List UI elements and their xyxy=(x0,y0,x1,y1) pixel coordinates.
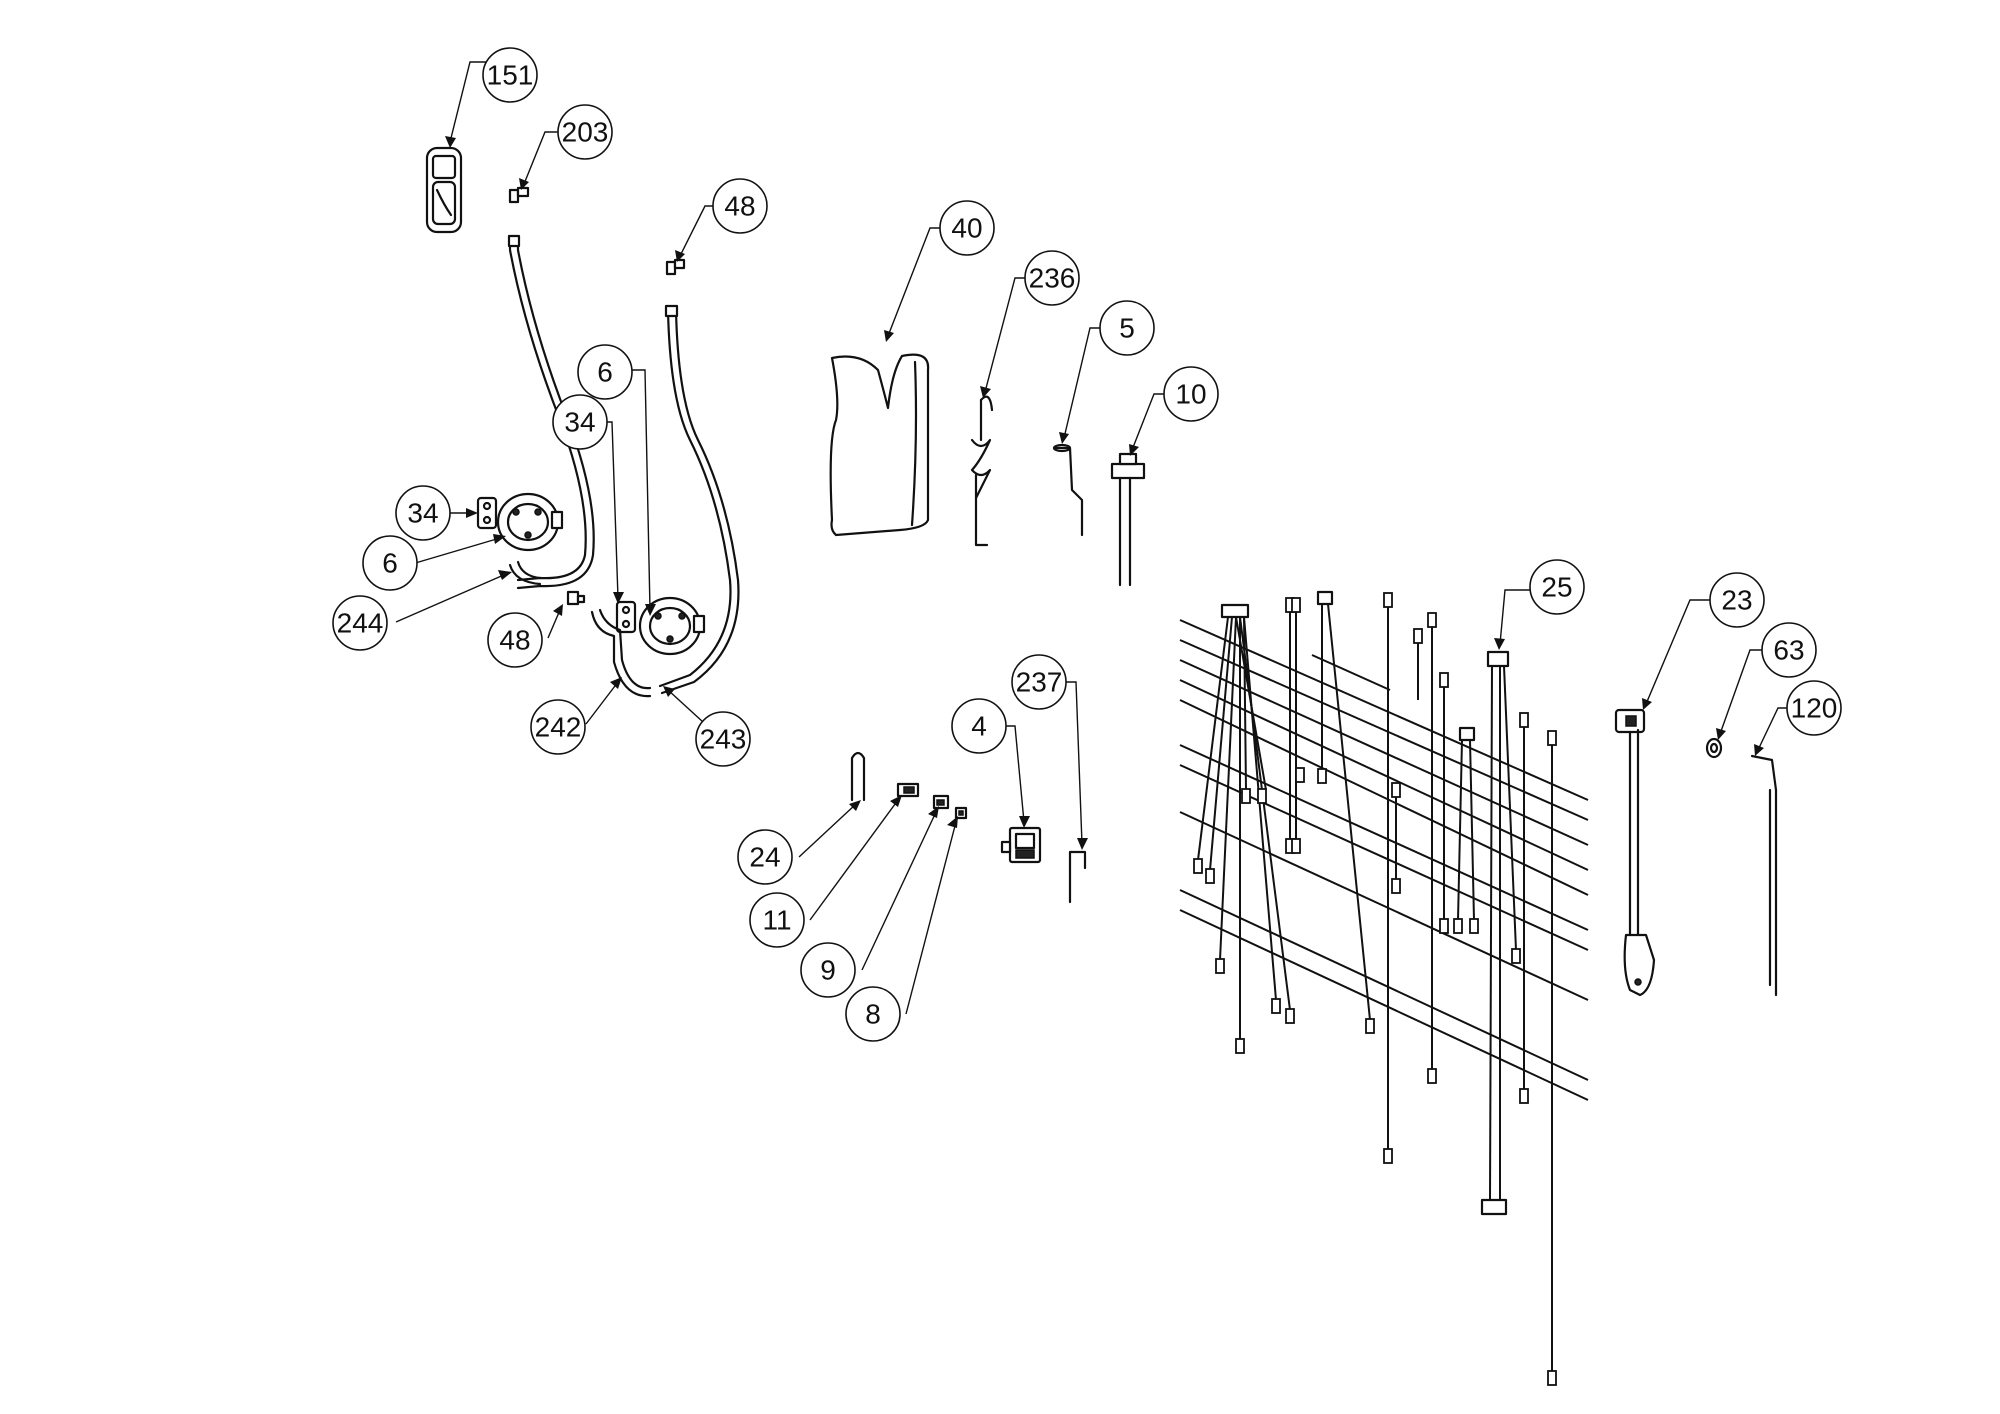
part-242-hose xyxy=(590,608,652,698)
callout-8: 8 xyxy=(845,986,901,1042)
callout-label: 203 xyxy=(562,117,609,148)
callout-label: 40 xyxy=(951,213,982,244)
callout-label: 243 xyxy=(700,724,747,755)
callout-label: 237 xyxy=(1016,667,1063,698)
part-34-switch-right xyxy=(615,600,637,634)
callout-label: 151 xyxy=(487,60,534,91)
part-237-bent-rod xyxy=(1068,850,1087,904)
part-5-bracket-rod xyxy=(1052,443,1084,537)
callout-40: 40 xyxy=(939,200,995,256)
part-34-switch-left xyxy=(476,496,498,530)
part-11-connector xyxy=(896,782,920,798)
part-48-fitting-top xyxy=(665,258,686,276)
callout-label: 9 xyxy=(820,955,836,986)
callout-label: 244 xyxy=(337,608,384,639)
part-244-hose xyxy=(508,560,542,586)
callout-label: 5 xyxy=(1119,313,1135,344)
callout-label: 48 xyxy=(499,625,530,656)
callout-label: 10 xyxy=(1175,379,1206,410)
part-25-wiring-harness xyxy=(1179,590,1589,1386)
callout-label: 48 xyxy=(724,191,755,222)
callout-label: 63 xyxy=(1773,635,1804,666)
part-hose-left xyxy=(507,234,595,590)
callout-label: 11 xyxy=(762,905,791,936)
part-9-connector xyxy=(932,794,950,810)
callout-label: 6 xyxy=(382,548,398,579)
part-10-sensor xyxy=(1110,452,1146,587)
callout-label: 6 xyxy=(597,357,613,388)
callout-48: 48 xyxy=(712,178,768,234)
callout-34-left: 34 xyxy=(395,485,451,541)
callout-6-left: 6 xyxy=(362,535,418,591)
part-8-clip xyxy=(954,806,968,820)
part-4-switch-block xyxy=(1000,826,1042,864)
part-40-insulation-pad xyxy=(829,353,930,537)
part-hose-right xyxy=(658,304,740,695)
callout-242: 242 xyxy=(530,699,586,755)
part-48-fitting-lower xyxy=(566,590,586,606)
callout-label: 120 xyxy=(1791,693,1838,724)
callout-48-lower: 48 xyxy=(487,612,543,668)
callout-label: 23 xyxy=(1721,585,1752,616)
callout-label: 34 xyxy=(564,407,595,438)
callout-9: 9 xyxy=(800,942,856,998)
callout-23: 23 xyxy=(1709,572,1765,628)
callout-25: 25 xyxy=(1529,559,1585,615)
callouts-layer: 151 203 48 6 34 34 6 244 xyxy=(332,47,1842,1042)
callout-120: 120 xyxy=(1786,680,1842,736)
callout-63: 63 xyxy=(1761,622,1817,678)
callout-10: 10 xyxy=(1163,366,1219,422)
callout-236: 236 xyxy=(1024,250,1080,306)
callout-24: 24 xyxy=(737,829,793,885)
callout-6: 6 xyxy=(577,344,633,400)
callout-4: 4 xyxy=(951,698,1007,754)
callout-5: 5 xyxy=(1099,300,1155,356)
part-203-fitting xyxy=(508,186,530,204)
callout-237: 237 xyxy=(1011,654,1067,710)
callout-151: 151 xyxy=(482,47,538,103)
part-236-spring-hook xyxy=(970,395,994,547)
callout-label: 24 xyxy=(749,842,780,873)
part-23-power-cord xyxy=(1614,708,1656,997)
parts-layer xyxy=(425,146,1778,1386)
part-6-pressure-switch-left xyxy=(496,492,564,552)
callout-243: 243 xyxy=(695,711,751,767)
callout-label: 242 xyxy=(535,712,582,743)
callout-11: 11 xyxy=(749,892,805,948)
callout-label: 236 xyxy=(1029,263,1076,294)
part-24-u-bracket xyxy=(850,751,866,802)
callout-203: 203 xyxy=(557,104,613,160)
callout-244: 244 xyxy=(332,595,388,651)
callout-label: 8 xyxy=(865,999,881,1030)
callout-label: 34 xyxy=(407,498,438,529)
callout-label: 4 xyxy=(971,711,987,742)
part-151-display-unit xyxy=(425,146,463,234)
part-63-cap xyxy=(1705,737,1723,759)
callout-label: 25 xyxy=(1541,572,1572,603)
part-120-probe xyxy=(1750,754,1778,997)
callout-34: 34 xyxy=(552,394,608,450)
part-6-pressure-switch-right xyxy=(638,596,706,656)
leader-lines xyxy=(395,61,1787,1015)
